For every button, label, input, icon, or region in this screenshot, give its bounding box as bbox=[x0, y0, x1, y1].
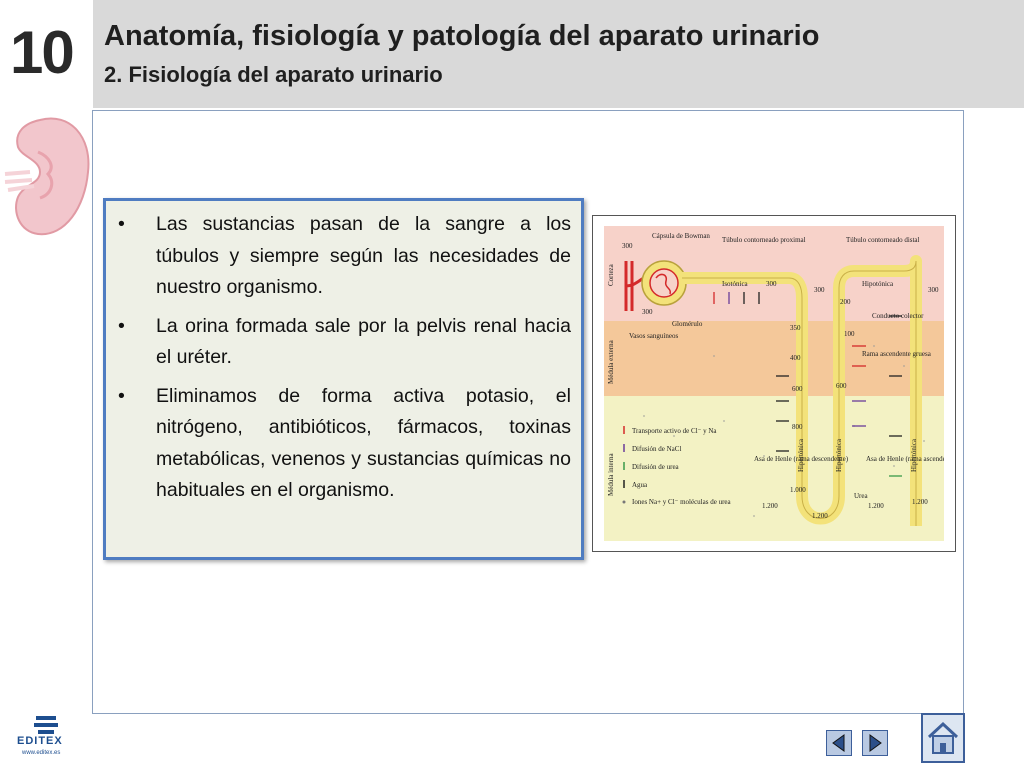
legend-item: Agua bbox=[632, 481, 648, 489]
label-hipotonica: Hipotónica bbox=[862, 280, 894, 288]
kidney-image bbox=[4, 117, 90, 236]
arrow-right-icon bbox=[869, 734, 882, 752]
legend-item: Transporte activo de Cl⁻ y Na bbox=[632, 427, 717, 435]
label-hipertonica-3: Hipertónica bbox=[910, 438, 918, 472]
diagram-legend: Transporte activo de Cl⁻ y Na Difusión d… bbox=[622, 426, 732, 506]
chapter-number: 10 bbox=[10, 19, 75, 86]
osm-value: 100 bbox=[844, 330, 855, 338]
osm-value: 1.000 bbox=[790, 486, 806, 494]
tubule-outline bbox=[682, 260, 917, 526]
logo-text: EDITEX bbox=[17, 735, 63, 747]
bullet-textbox: •Las sustancias pasan de la sangre a los… bbox=[103, 198, 584, 560]
legend-item: Difusión de urea bbox=[632, 463, 680, 471]
label-asa-asc: Asa de Henle (rama ascendente) bbox=[866, 455, 944, 463]
legend-item: Iones Na+ y Cl⁻ moléculas de urea bbox=[632, 498, 732, 506]
osm-value: 300 bbox=[814, 286, 825, 294]
bullet-item: •Las sustancias pasan de la sangre a los… bbox=[118, 213, 571, 298]
logo-url: www.editex.es bbox=[22, 750, 61, 756]
osm-value: 1.200 bbox=[762, 502, 778, 510]
label-capsula: Cápsula de Bowman bbox=[652, 232, 710, 240]
osm-value: 600 bbox=[792, 385, 803, 393]
bullet-item: •Eliminamos de forma activa potasio, el … bbox=[118, 384, 571, 502]
label-isotonica: Isotónica bbox=[722, 280, 749, 288]
label-proximal: Túbulo contorneado proximal bbox=[722, 236, 806, 244]
next-button[interactable] bbox=[862, 730, 888, 756]
label-urea: Urea bbox=[854, 492, 868, 500]
label-vasos: Vasos sanguíneos bbox=[629, 332, 678, 340]
header-bar bbox=[93, 0, 1024, 108]
label-hipertonica-1: Hipertónica bbox=[797, 438, 805, 472]
bullet-item: •La orina formada sale por la pelvis ren… bbox=[118, 314, 571, 369]
legend-item: Difusión de NaCl bbox=[632, 445, 681, 453]
label-hipertonica-2: Hipertónica bbox=[835, 438, 843, 472]
label-asa-desc: Asa de Henle (rama descendente) bbox=[754, 455, 849, 463]
label-glomerulo: Glomérulo bbox=[672, 320, 703, 328]
editex-logo bbox=[34, 716, 58, 734]
osm-value: 300 bbox=[642, 308, 653, 316]
osm-value: 300 bbox=[622, 242, 633, 250]
nephron-diagram: Corteza Médula externa Médula interna Cá… bbox=[604, 226, 944, 541]
zone-label-medula-externa: Médula externa bbox=[607, 339, 615, 384]
arrow-left-icon bbox=[832, 734, 845, 752]
label-distal: Túbulo contorneado distal bbox=[846, 236, 920, 244]
label-rama-gruesa: Rama ascendente gruesa bbox=[862, 350, 932, 358]
zone-label-medula-interna: Médula interna bbox=[607, 453, 615, 496]
home-button[interactable] bbox=[921, 713, 965, 763]
osm-value: 400 bbox=[790, 354, 801, 362]
osm-value: 350 bbox=[790, 324, 801, 332]
previous-button[interactable] bbox=[826, 730, 852, 756]
page-title: Anatomía, fisiología y patología del apa… bbox=[104, 20, 820, 52]
osm-value: 1.200 bbox=[868, 502, 884, 510]
zone-label-corteza: Corteza bbox=[607, 263, 615, 286]
osm-value: 1.200 bbox=[912, 498, 928, 506]
home-icon bbox=[927, 721, 959, 754]
osm-value: 800 bbox=[792, 423, 803, 431]
osm-value: 1.200 bbox=[812, 512, 828, 520]
osm-value: 300 bbox=[928, 286, 939, 294]
osm-value: 200 bbox=[840, 298, 851, 306]
bullet-list: •Las sustancias pasan de la sangre a los… bbox=[106, 201, 581, 507]
osm-value: 600 bbox=[836, 382, 847, 390]
osm-value: 300 bbox=[766, 280, 777, 288]
page-subtitle: 2. Fisiología del aparato urinario bbox=[104, 62, 443, 87]
